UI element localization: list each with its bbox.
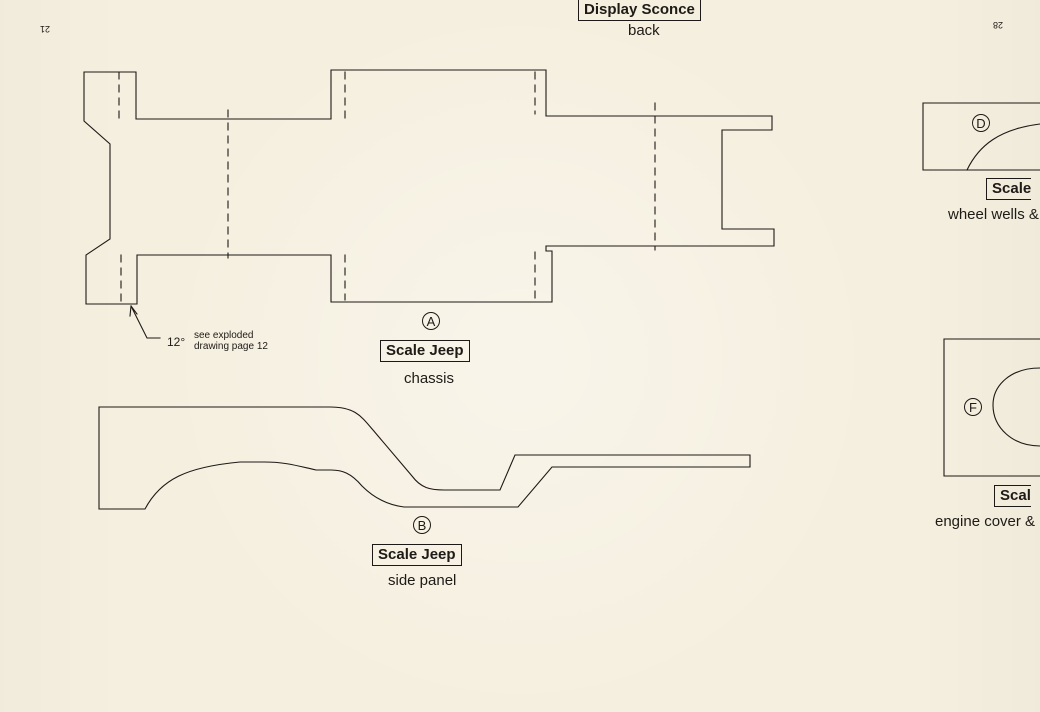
marker-d: D bbox=[972, 114, 990, 132]
engine-cover-title: Scal bbox=[994, 485, 1031, 507]
chassis-fold-lines bbox=[118, 71, 656, 305]
wheel-wells-title: Scale bbox=[986, 178, 1032, 200]
exploded-note-line-1: see exploded bbox=[194, 330, 254, 341]
side-panel-title: Scale Jeep bbox=[372, 544, 462, 566]
display-sconce-caption: back bbox=[628, 22, 660, 39]
angle-label: 12° bbox=[167, 335, 186, 349]
exploded-note-line-2: drawing page 12 bbox=[194, 341, 268, 352]
chassis-outline bbox=[83, 69, 775, 305]
engine-cover-caption: engine cover & bbox=[935, 513, 1036, 530]
part-d-outline bbox=[922, 102, 1040, 171]
chassis-caption: chassis bbox=[404, 370, 455, 387]
side-panel-outline bbox=[98, 406, 751, 510]
chassis-title: Scale Jeep bbox=[380, 340, 470, 362]
part-f-outline bbox=[943, 338, 1040, 477]
marker-f: F bbox=[964, 398, 982, 416]
display-sconce-title: Display Sconce bbox=[578, 0, 701, 21]
wheel-wells-caption: wheel wells & bbox=[948, 206, 1039, 223]
arrow-leader bbox=[129, 305, 161, 339]
marker-b: B bbox=[413, 516, 431, 534]
side-panel-caption: side panel bbox=[388, 572, 457, 589]
marker-a: A bbox=[422, 312, 440, 330]
